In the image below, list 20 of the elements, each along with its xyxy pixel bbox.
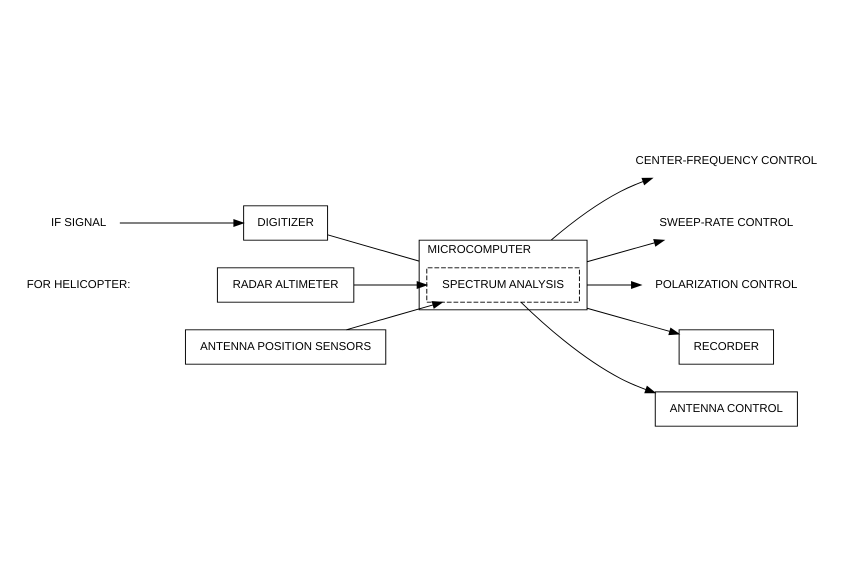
arrow (353, 280, 428, 289)
node-box: ANTENNA CONTROL (654, 390, 798, 426)
arrow (586, 238, 666, 262)
arrow (586, 280, 642, 289)
node-box: RECORDER (678, 328, 774, 364)
arrow (550, 177, 654, 240)
arrow (520, 301, 656, 393)
node-text: SWEEP-RATE CONTROL (659, 216, 794, 228)
connector (327, 234, 420, 262)
node-box: SPECTRUM ANALYSIS (426, 266, 580, 302)
arrow (586, 307, 680, 335)
label: FOR HELICOPTER: (26, 278, 130, 290)
arrow (346, 300, 444, 330)
node-text: POLARIZATION CONTROL (655, 278, 798, 290)
node-text: IF SIGNAL (50, 216, 106, 228)
node-box: DIGITIZER (243, 204, 328, 240)
node-box: RADAR ALTIMETER (216, 266, 354, 302)
node-box: ANTENNA POSITION SENSORS (184, 328, 386, 364)
arrow (119, 218, 245, 226)
node-text: CENTER-FREQUENCY CONTROL (636, 154, 818, 166)
